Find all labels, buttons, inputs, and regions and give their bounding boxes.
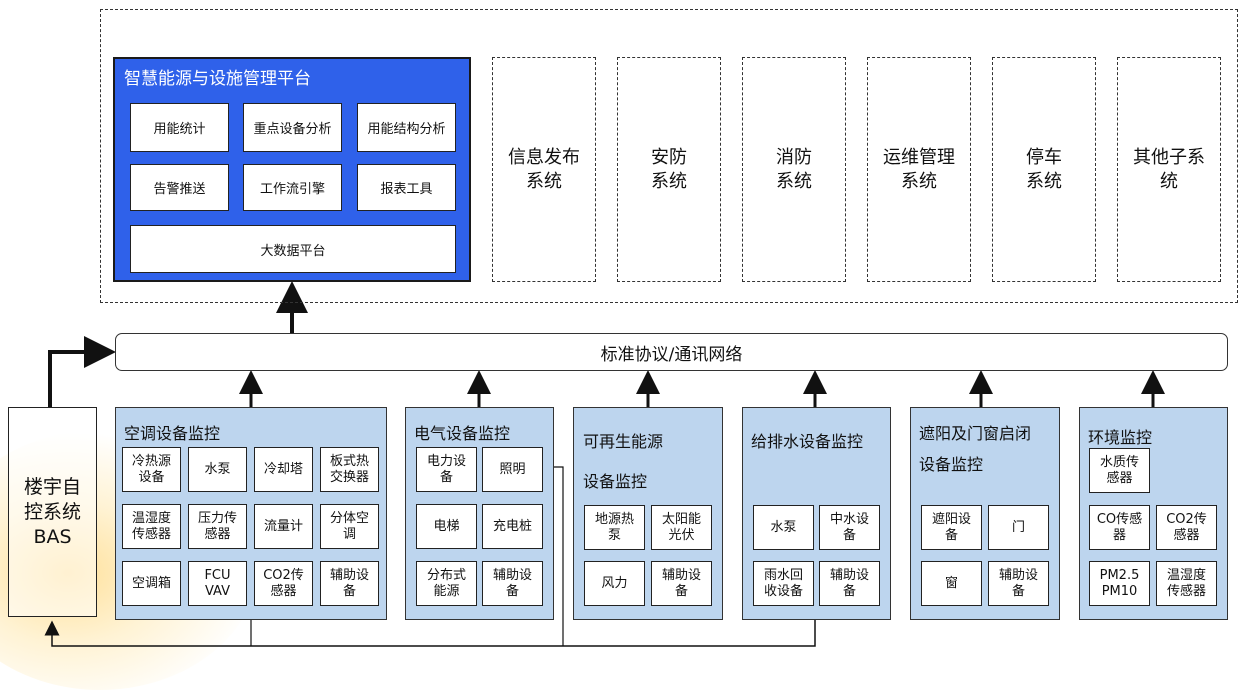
panel-water-title: 给排水设备监控 (751, 432, 864, 451)
electric-item[interactable]: 电力设 备 (416, 447, 477, 492)
network-bar: 标准协议/通讯网络 (115, 333, 1228, 371)
water-item[interactable]: 雨水回 收设备 (753, 561, 814, 606)
env-item[interactable]: CO传感 器 (1089, 505, 1150, 550)
arrow-bas-to-network (48, 336, 116, 407)
subsystem-parking[interactable]: 停车 系统 (992, 57, 1096, 282)
module-energy-structure-analysis[interactable]: 用能结构分析 (357, 103, 456, 152)
electric-item[interactable]: 电梯 (416, 504, 477, 549)
shade-item[interactable]: 辅助设 备 (988, 561, 1049, 606)
electric-item[interactable]: 辅助设 备 (482, 561, 543, 606)
renewable-item[interactable]: 太阳能 光伏 (651, 505, 712, 550)
panel-hvac-title: 空调设备监控 (124, 424, 221, 443)
env-item[interactable]: PM2.5 PM10 (1089, 561, 1150, 606)
subsystem-operations[interactable]: 运维管理 系统 (867, 57, 971, 282)
panel-env-title: 环境监控 (1088, 428, 1153, 447)
hvac-item[interactable]: 冷热源 设备 (122, 447, 181, 492)
panel-electric-title: 电气设备监控 (414, 424, 511, 443)
shade-item[interactable]: 窗 (921, 561, 982, 606)
platform-title: 智慧能源与设施管理平台 (124, 69, 311, 89)
hvac-item[interactable]: CO2传 感器 (254, 561, 313, 606)
electric-item[interactable]: 照明 (482, 447, 543, 492)
electric-item[interactable]: 分布式 能源 (416, 561, 477, 606)
hvac-item[interactable]: 分体空 调 (320, 504, 379, 549)
panel-shade-title-line1: 遮阳及门窗启闭 (919, 424, 1032, 443)
env-item[interactable]: CO2传 感器 (1156, 505, 1217, 550)
water-item[interactable]: 中水设 备 (819, 505, 880, 550)
module-workflow-engine[interactable]: 工作流引擎 (243, 164, 342, 211)
water-item[interactable]: 水泵 (753, 505, 814, 550)
env-item[interactable]: 温湿度 传感器 (1156, 561, 1217, 606)
shade-item[interactable]: 遮阳设 备 (921, 505, 982, 550)
renewable-item[interactable]: 风力 (584, 561, 645, 606)
hvac-item[interactable]: 板式热 交换器 (320, 447, 379, 492)
hvac-item[interactable]: FCU VAV (188, 561, 247, 606)
return-line-outer (44, 620, 816, 647)
panel-renewable-title-line1: 可再生能源 (583, 432, 664, 451)
electric-item[interactable]: 充电桩 (482, 504, 543, 549)
connector-lines (44, 281, 1165, 647)
module-report-tools[interactable]: 报表工具 (357, 164, 456, 211)
subsystem-info-publish[interactable]: 信息发布 系统 (492, 57, 596, 282)
hvac-item[interactable]: 冷却塔 (254, 447, 313, 492)
water-item[interactable]: 辅助设 备 (819, 561, 880, 606)
hvac-item[interactable]: 压力传 感器 (188, 504, 247, 549)
env-item[interactable]: 水质传 感器 (1089, 448, 1150, 493)
shade-item[interactable]: 门 (988, 505, 1049, 550)
application-layer-container (100, 9, 1238, 303)
module-alarm-push[interactable]: 告警推送 (130, 164, 229, 211)
panel-shade-title-line2: 设备监控 (919, 455, 984, 474)
subsystem-other[interactable]: 其他子系 统 (1117, 57, 1221, 282)
hvac-item[interactable]: 温湿度 传感器 (122, 504, 181, 549)
module-key-equipment-analysis[interactable]: 重点设备分析 (243, 103, 342, 152)
bigdata-platform[interactable]: 大数据平台 (130, 225, 456, 273)
renewable-item[interactable]: 地源热 泵 (584, 505, 645, 550)
hvac-item[interactable]: 水泵 (188, 447, 247, 492)
hvac-item[interactable]: 空调箱 (122, 561, 181, 606)
hvac-item[interactable]: 辅助设 备 (320, 561, 379, 606)
subsystem-security[interactable]: 安防 系统 (617, 57, 721, 282)
hvac-item[interactable]: 流量计 (254, 504, 313, 549)
module-energy-statistics[interactable]: 用能统计 (130, 103, 229, 152)
renewable-item[interactable]: 辅助设 备 (651, 561, 712, 606)
panel-renewable-title-line2: 设备监控 (583, 472, 648, 491)
subsystem-fire[interactable]: 消防 系统 (742, 57, 846, 282)
bas-box[interactable]: 楼宇自 控系统 BAS (8, 407, 97, 617)
